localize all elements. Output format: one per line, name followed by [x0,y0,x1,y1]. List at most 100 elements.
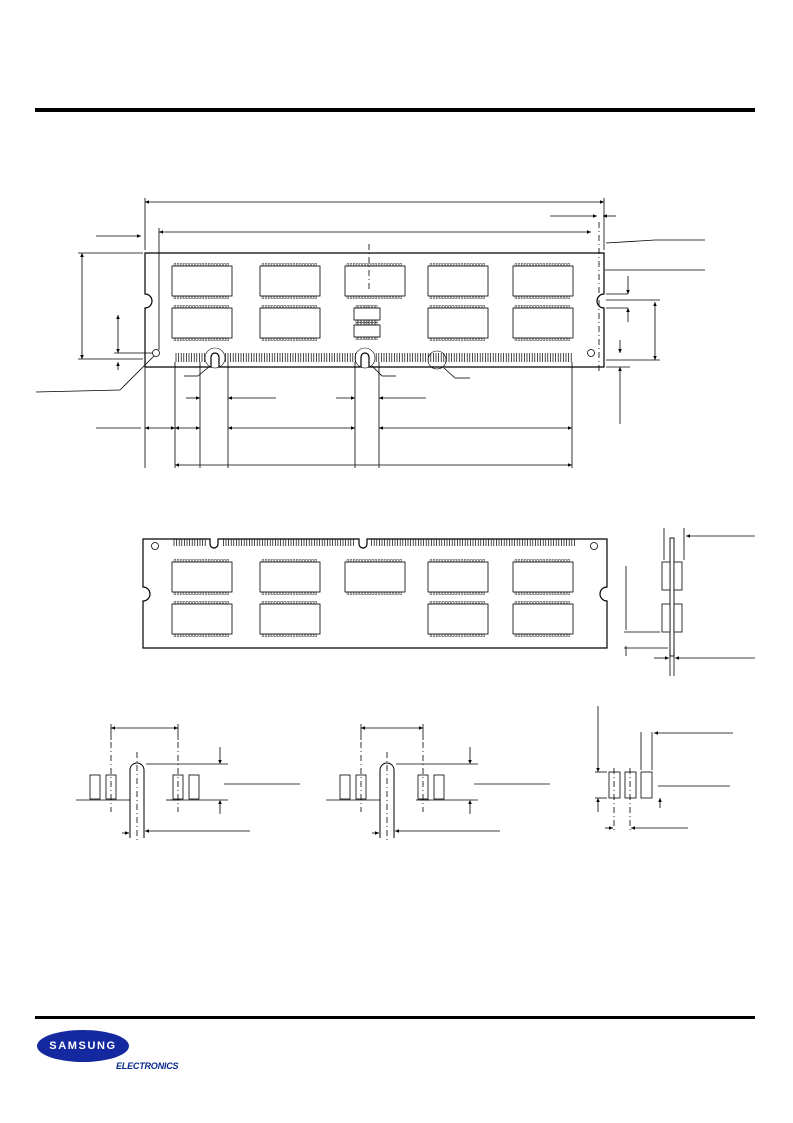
chip-pin [362,295,365,299]
chip-pin [470,295,473,299]
chip-pin [470,591,473,595]
chip-pin [377,559,381,563]
chip-profile [673,561,683,591]
chip-pin [195,601,198,605]
chip-pin [527,633,530,637]
chip-pin [384,295,387,299]
arrowhead [568,426,572,430]
chip-pin [264,295,268,299]
chip-pin [283,559,286,563]
chip-pin [311,633,314,637]
chip-pin [192,633,195,637]
arrowhead [116,315,120,319]
memory-chip [344,265,406,297]
chip-pin [208,591,211,595]
chip-pin [476,559,479,563]
chip-pin [467,305,470,309]
chip-pin [264,337,268,341]
chip-pin [305,263,308,267]
chip-pin [365,295,368,299]
chip-pin [390,591,393,595]
arrowhead [653,356,657,360]
chip-pin [473,305,476,309]
chip-pin [396,559,399,563]
chip-pin [302,263,305,267]
chip-pin [223,305,226,309]
chip-pin [268,633,271,637]
chip-pin [223,601,226,605]
chip-pin [296,305,299,309]
chip-pin [479,305,482,309]
chip-pin [549,263,552,267]
arrowhead [159,230,163,234]
chip-pin [201,305,204,309]
chip-pin [399,591,402,595]
chip-pin [261,601,264,605]
chip-pin [274,559,277,563]
chip-pin [567,601,570,605]
chip-pin [387,591,390,595]
memory-chip [171,603,233,635]
chip-pin [296,559,299,563]
chip-pin [381,263,384,267]
chip-pin [271,633,274,637]
chip-pin [346,591,349,595]
chip-pin [377,591,381,595]
chip-pin [448,601,451,605]
chip-pin [226,305,229,309]
chip-pin [365,559,368,563]
chip-pin [542,295,545,299]
chip-pin [555,591,558,595]
contact-pad-detail [595,706,733,832]
contact-pad [624,771,637,799]
chip-pin [476,591,479,595]
chip-pin [314,305,317,309]
chip-pin [533,591,536,595]
chip-pin [311,305,314,309]
chip-pin [305,601,308,605]
chip-pin [261,559,264,563]
chip-pin [514,633,517,637]
chip-pin [432,591,436,595]
chip-pin [217,337,220,341]
chip-pin [454,263,457,267]
chip-pin [173,633,176,637]
chip-pin [539,305,542,309]
chip-pin [445,633,448,637]
chip-pin [261,295,264,299]
chip-pin [226,601,229,605]
chip-pin [362,559,365,563]
chip-pin [482,591,485,595]
chip-pin [305,633,308,637]
chip-pin [524,295,527,299]
chip-pin [533,559,536,563]
chip-pin [183,591,186,595]
chip-pin [558,633,561,637]
chip-pin [473,559,476,563]
chip-pin [399,263,402,267]
chip-pin [198,601,201,605]
arrowhead [468,800,472,804]
memory-chip [427,307,489,339]
arrowhead [675,656,679,660]
chip-pin [396,263,399,267]
memory-chip [512,561,574,593]
chip-pin [292,305,296,309]
chip-pin [460,263,464,267]
chip-pin [214,633,217,637]
chip-pin [482,295,485,299]
chip-pin [467,559,470,563]
chip-pin [176,263,180,267]
arrowhead [175,426,179,430]
chip-pin [564,295,567,299]
arrowhead [228,426,232,430]
chip-pin [460,295,464,299]
chip-pin [355,305,358,309]
arrowhead [600,200,604,204]
chip-pin [214,295,217,299]
chip-pin [208,263,211,267]
chip-pin [479,633,482,637]
memory-chip [427,561,489,593]
chip-pin [186,591,189,595]
chip-pin [264,559,268,563]
